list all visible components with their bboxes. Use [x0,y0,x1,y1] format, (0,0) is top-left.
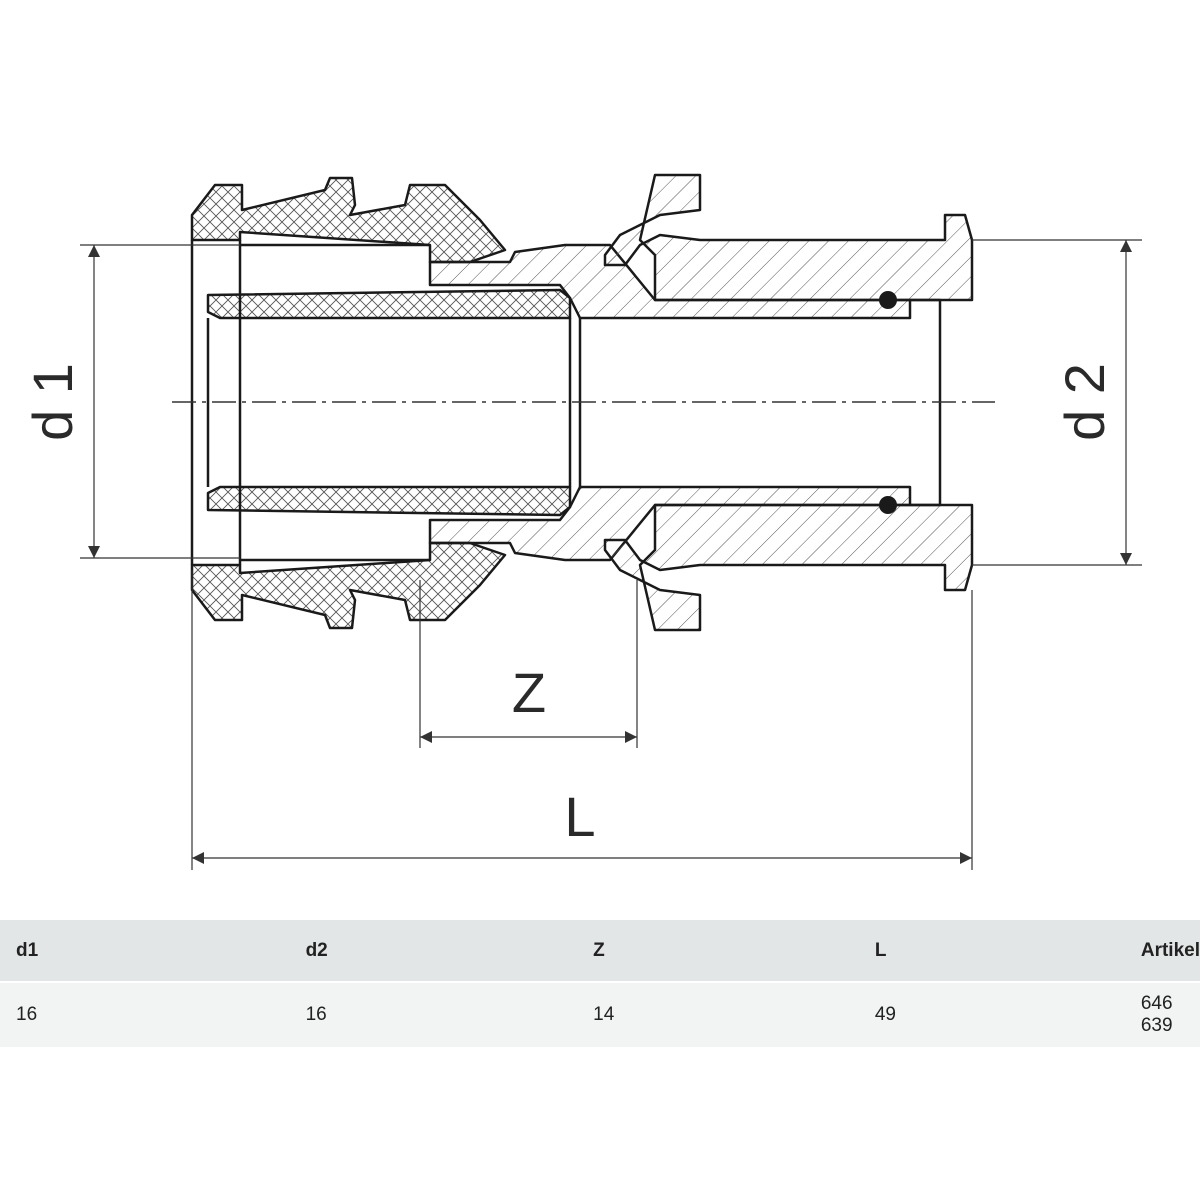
header-artikel: Artikel [1140,939,1200,961]
specification-table: d1 d2 Z L Artikel 16 16 14 49 646 639 [0,920,1200,1049]
d2-dimension [972,239,1142,566]
d1-label: d 1 [21,363,84,441]
header-d1: d1 [16,939,39,961]
cell-d2: 16 [305,1004,327,1025]
cell-artikel: 646 639 [1140,993,1173,1036]
table-row: 16 16 14 49 646 639 [0,982,1200,1048]
table-header-row: d1 d2 Z L Artikel [0,920,1200,982]
l-dimension [191,570,973,870]
d1-dimension [80,244,240,559]
z-dimension [419,580,638,748]
l-label: L [564,785,595,848]
fitting-cross-section-drawing: d 1 d 2 Z L [21,173,1142,870]
z-label: Z [512,661,546,724]
cell-z: 14 [593,1004,615,1025]
left-coupling-body [190,176,572,630]
header-d2: d2 [305,939,328,961]
d2-label: d 2 [1053,363,1116,441]
header-z: Z [593,939,605,961]
right-press-sleeve [603,173,974,632]
cell-l: 49 [874,1004,896,1025]
header-l: L [874,939,887,961]
cell-d1: 16 [16,1004,38,1025]
